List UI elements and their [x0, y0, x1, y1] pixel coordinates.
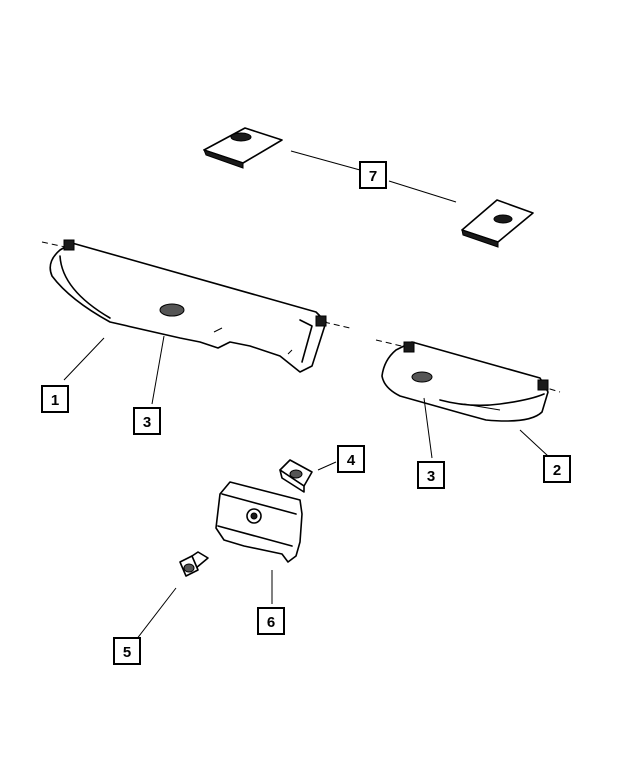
- sun-visor-right: [375, 339, 561, 422]
- callout-6: 6: [257, 607, 285, 635]
- leader-4: [317, 461, 337, 471]
- leader-1: [63, 337, 105, 381]
- callout-7: 7: [359, 161, 387, 189]
- leader-3-right: [423, 397, 433, 459]
- leader-7-right: [388, 180, 457, 203]
- cover-bracket: [215, 481, 303, 563]
- svg-text:7: 7: [369, 168, 377, 185]
- callout-4: 4: [337, 445, 365, 473]
- svg-text:6: 6: [267, 614, 275, 631]
- sun-visor-left: [41, 239, 351, 373]
- callout-3-right: 3: [417, 461, 445, 489]
- leader-5: [135, 587, 177, 641]
- leader-2: [519, 429, 549, 457]
- pad-left: [203, 127, 283, 169]
- svg-text:2: 2: [553, 462, 561, 479]
- svg-text:4: 4: [347, 452, 356, 469]
- svg-text:3: 3: [143, 414, 151, 431]
- svg-text:5: 5: [123, 644, 131, 661]
- pad-right: [461, 199, 534, 248]
- svg-text:1: 1: [51, 392, 59, 409]
- svg-text:3: 3: [427, 468, 435, 485]
- callout-5: 5: [113, 637, 141, 665]
- screw: [179, 551, 209, 577]
- clip-nut: [279, 459, 313, 493]
- callout-2: 2: [543, 455, 571, 483]
- callout-1: 1: [41, 385, 69, 413]
- callout-3-left: 3: [133, 407, 161, 435]
- leader-3-left: [151, 335, 165, 405]
- leader-7-left: [290, 150, 361, 171]
